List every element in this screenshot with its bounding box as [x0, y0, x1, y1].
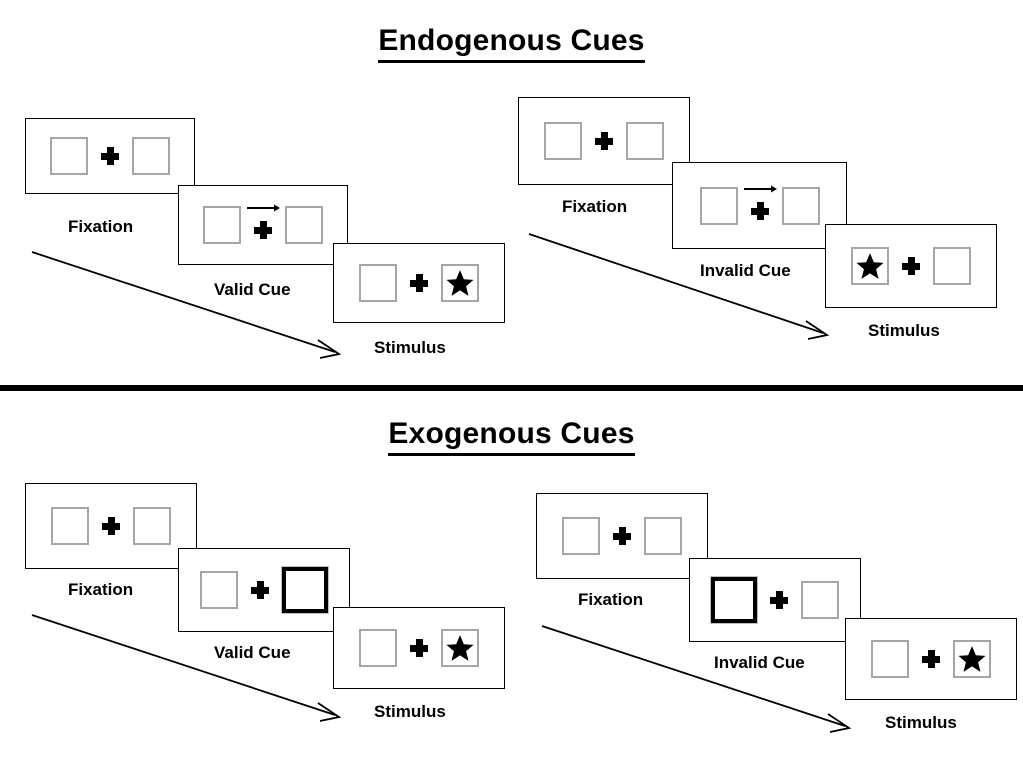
panel-content: [51, 502, 171, 550]
fixation-cross-wrap: [397, 259, 441, 307]
right-box: [781, 186, 820, 225]
panel-content: [359, 259, 479, 307]
panel-content: [710, 576, 839, 624]
fixation-cross-icon: [613, 527, 631, 545]
panel-endogenous-valid-stimulus: [333, 243, 505, 323]
time-flow-arrow-endogenous-valid: [31, 251, 342, 359]
fixation-cross-wrap: [238, 566, 282, 614]
cue-arrow-right-icon: [743, 185, 777, 192]
fixation-cross-icon: [102, 517, 120, 535]
caption-exogenous-valid-cue: Valid Cue: [214, 643, 291, 662]
panel-exogenous-valid-stimulus: [333, 607, 505, 689]
star-icon: [958, 646, 986, 672]
time-flow-arrow-exogenous-valid: [31, 614, 342, 722]
caption-exogenous-valid-stimulus: Stimulus: [374, 702, 446, 721]
panel-endogenous-valid-cue: [178, 185, 348, 265]
left-box: [359, 629, 397, 667]
right-box: [441, 629, 479, 667]
panel-endogenous-invalid-stimulus: [825, 224, 997, 308]
right-box: [933, 247, 971, 285]
panel-exogenous-invalid-fixation: [536, 493, 708, 579]
panel-content: [562, 512, 682, 560]
fixation-cross-icon: [254, 221, 272, 239]
right-box: [801, 581, 839, 619]
star-icon: [446, 635, 474, 661]
fixation-cross-wrap: [88, 132, 132, 180]
left-box: [50, 137, 88, 175]
fixation-cross-icon: [410, 274, 428, 292]
caption-exogenous-invalid-cue: Invalid Cue: [714, 653, 805, 672]
fixation-cross-icon: [922, 650, 940, 668]
panel-content: [699, 182, 820, 230]
right-box: [133, 507, 171, 545]
left-box: [544, 122, 582, 160]
panel-endogenous-invalid-fixation: [518, 97, 690, 185]
left-box: [203, 206, 241, 244]
section-title-endogenous-text: Endogenous Cues: [378, 24, 645, 63]
section-title-exogenous-text: Exogenous Cues: [388, 417, 635, 456]
fixation-cross-wrap: [241, 201, 285, 249]
fixation-cross-wrap: [909, 635, 953, 683]
panel-content: [544, 117, 664, 165]
left-box: [851, 247, 889, 285]
fixation-cross-icon: [902, 257, 920, 275]
right-box: [626, 122, 664, 160]
star-icon: [446, 270, 474, 296]
panel-content: [359, 624, 479, 672]
panel-endogenous-invalid-cue: [672, 162, 847, 249]
caption-endogenous-invalid-fixation: Fixation: [562, 197, 628, 216]
caption-endogenous-valid-fixation: Fixation: [68, 217, 134, 236]
fixation-cross-wrap: [397, 624, 441, 672]
panel-endogenous-valid-fixation: [25, 118, 195, 194]
right-box: [953, 640, 991, 678]
fixation-cross-icon: [595, 132, 613, 150]
right-box: [285, 206, 323, 244]
panel-content: [200, 566, 329, 614]
section-title-exogenous: Exogenous Cues: [0, 417, 1023, 456]
panel-content: [50, 132, 170, 180]
left-box: [51, 507, 89, 545]
section-divider: [0, 385, 1023, 391]
fixation-cross-icon: [770, 591, 788, 609]
left-box: [359, 264, 397, 302]
fixation-cross-wrap: [89, 502, 133, 550]
right-box: [132, 137, 170, 175]
panel-exogenous-invalid-cue: [689, 558, 861, 642]
fixation-cross-icon: [410, 639, 428, 657]
time-flow-arrow-endogenous-invalid: [528, 233, 830, 340]
caption-exogenous-valid-fixation: Fixation: [68, 580, 134, 599]
panel-exogenous-valid-cue: [178, 548, 350, 632]
caption-endogenous-valid-cue: Valid Cue: [214, 280, 291, 299]
caption-endogenous-invalid-cue: Invalid Cue: [700, 261, 791, 280]
panel-content: [851, 242, 971, 290]
left-box: [200, 571, 238, 609]
fixation-cross-wrap: [600, 512, 644, 560]
right-box: [644, 517, 682, 555]
caption-endogenous-invalid-stimulus: Stimulus: [868, 321, 940, 340]
fixation-cross-icon: [251, 581, 269, 599]
section-title-endogenous: Endogenous Cues: [0, 24, 1023, 63]
left-box-cued: [710, 576, 758, 624]
panel-content: [871, 635, 991, 683]
panel-exogenous-valid-fixation: [25, 483, 197, 569]
fixation-cross-wrap: [582, 117, 626, 165]
star-icon: [856, 253, 884, 279]
panel-content: [203, 201, 323, 249]
caption-exogenous-invalid-stimulus: Stimulus: [885, 713, 957, 732]
right-box-cued: [281, 566, 329, 614]
caption-endogenous-valid-stimulus: Stimulus: [374, 338, 446, 357]
left-box: [699, 186, 738, 225]
fixation-cross-icon: [101, 147, 119, 165]
cue-arrow-right-icon: [247, 204, 280, 212]
fixation-cross-wrap: [738, 182, 782, 230]
time-flow-arrow-exogenous-invalid: [541, 625, 852, 733]
fixation-cross-wrap: [889, 242, 933, 290]
caption-exogenous-invalid-fixation: Fixation: [578, 590, 644, 609]
left-box: [562, 517, 600, 555]
fixation-cross-wrap: [757, 576, 801, 624]
fixation-cross-icon: [750, 201, 769, 220]
right-box: [441, 264, 479, 302]
left-box: [871, 640, 909, 678]
panel-exogenous-invalid-stimulus: [845, 618, 1017, 700]
